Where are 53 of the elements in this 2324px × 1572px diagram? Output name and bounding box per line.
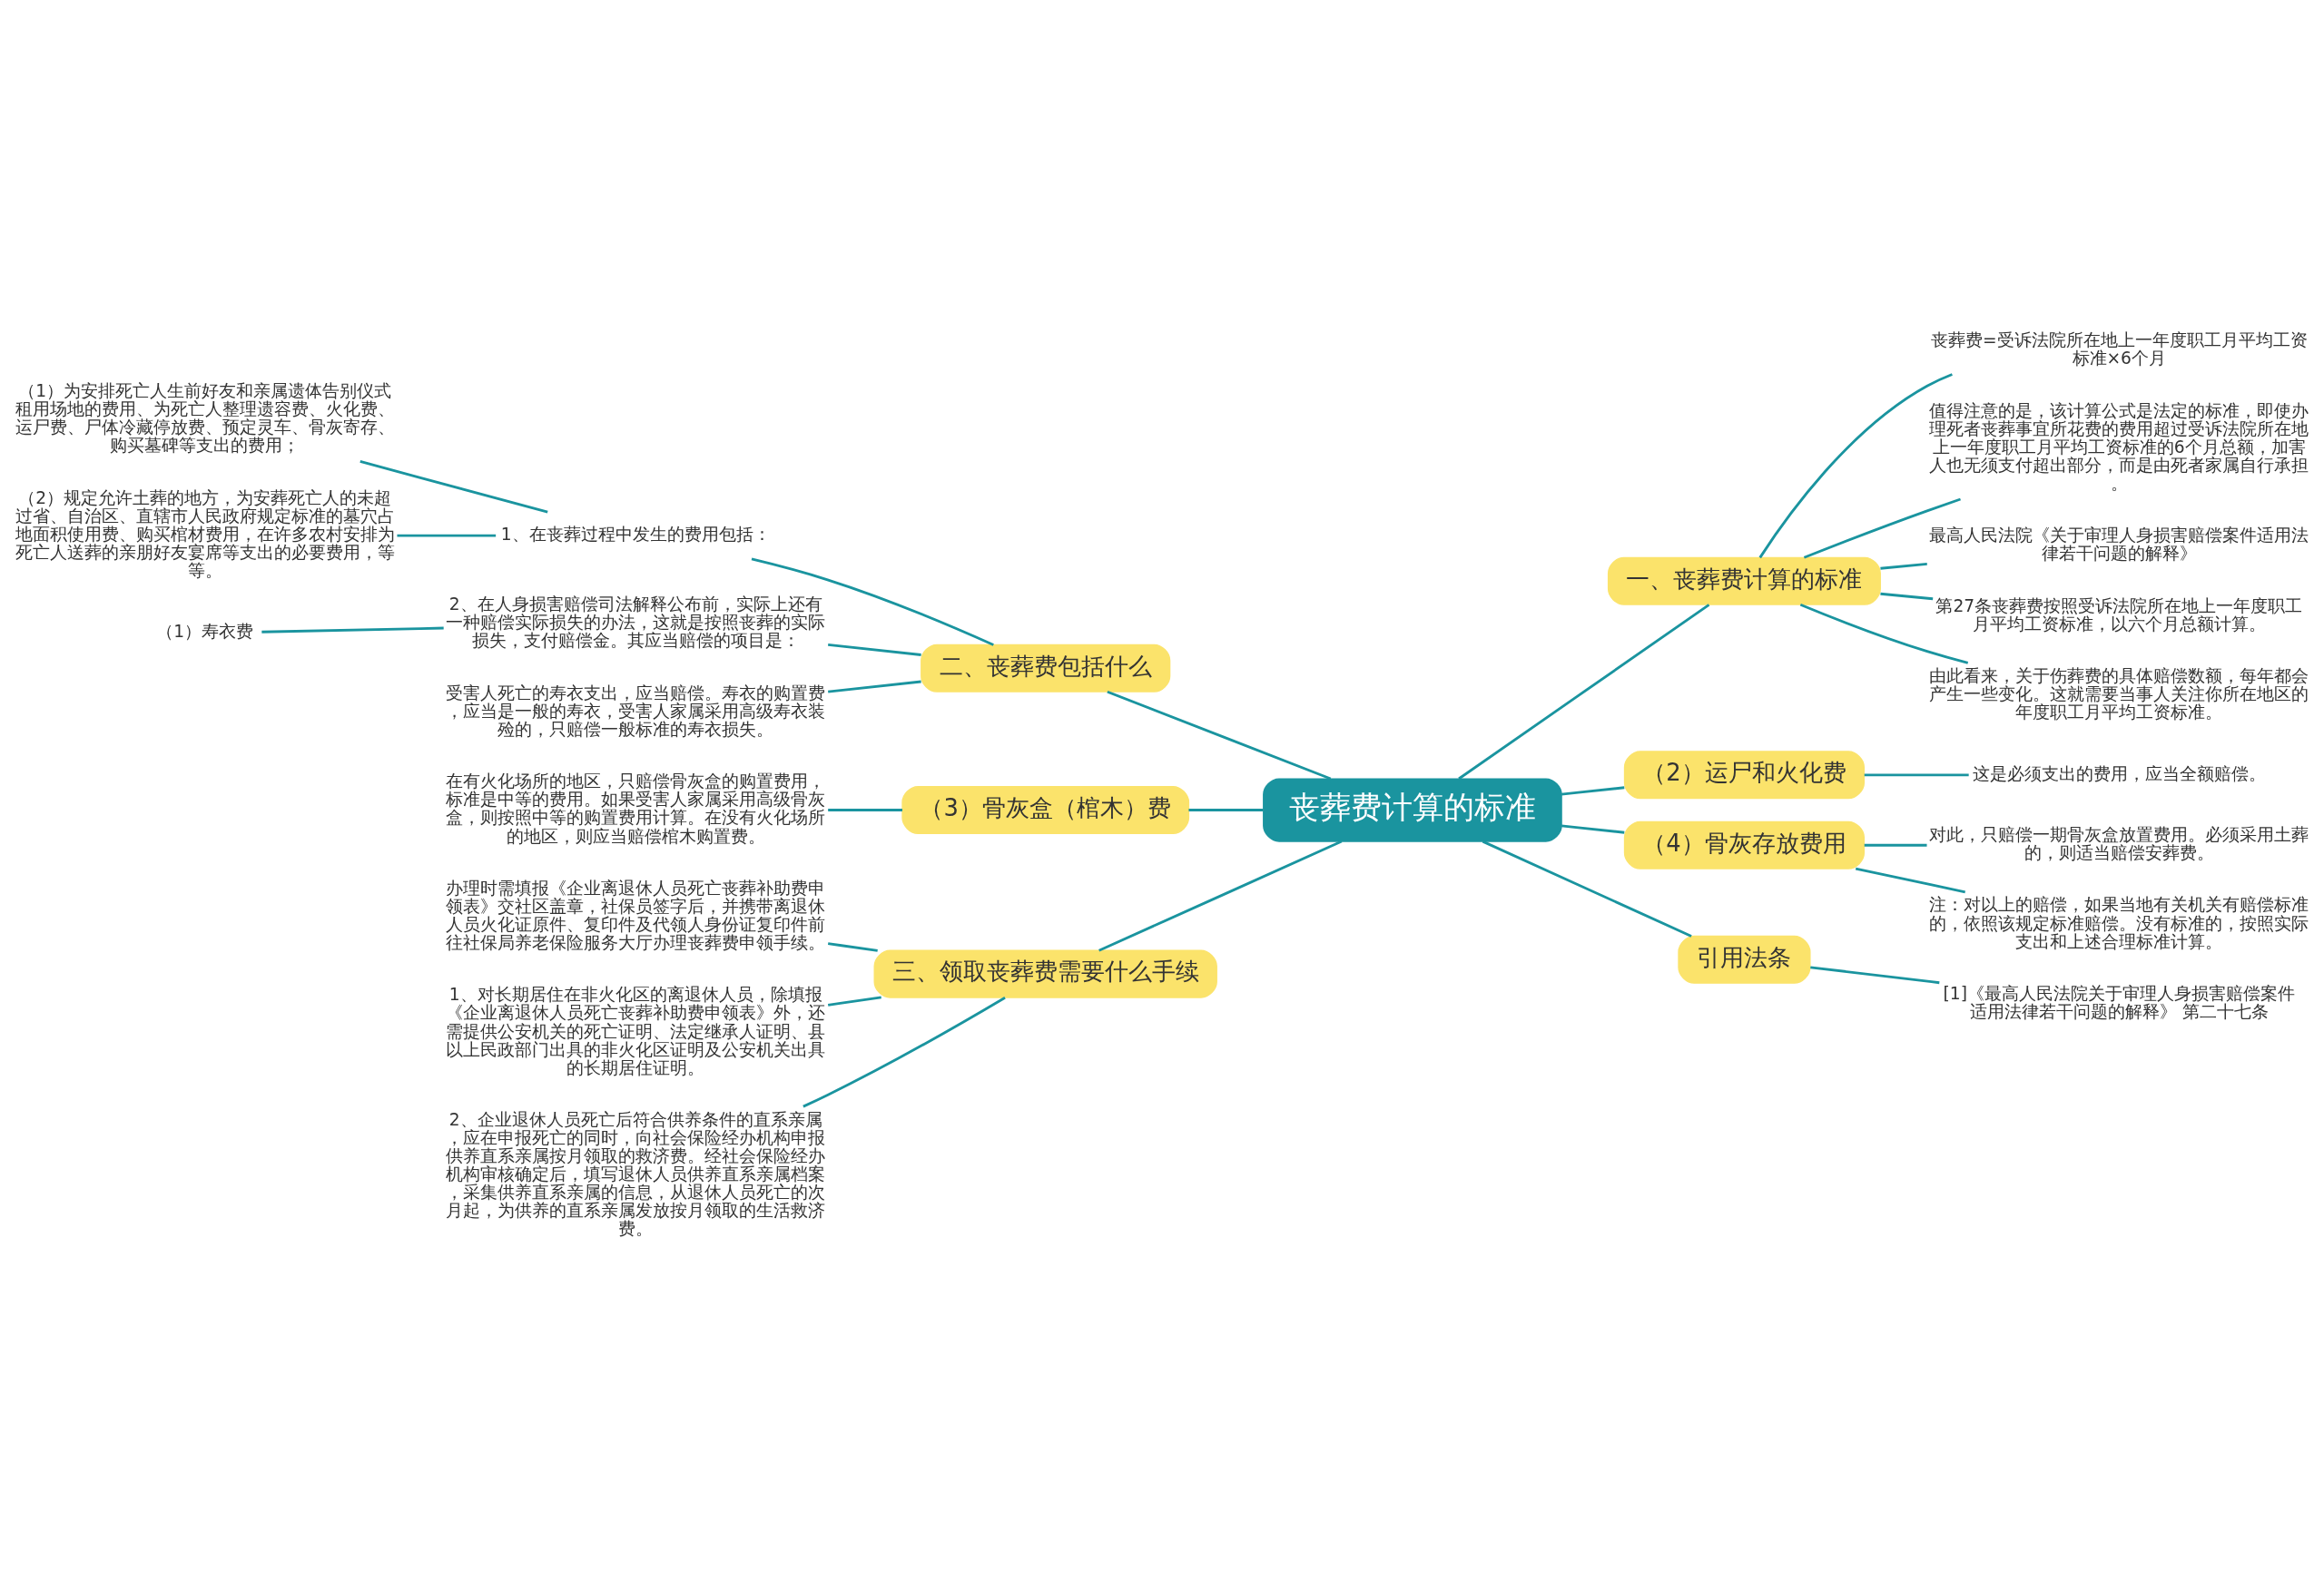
connector <box>1799 603 1969 664</box>
connector <box>751 557 994 646</box>
node-box: （4）骨灰存放费用 <box>1623 820 1866 870</box>
connector <box>1482 840 1692 938</box>
connector <box>1880 592 1934 601</box>
node-text: 1、对长期居住在非火化区的离退休人员，除填报《企业离退休人员死亡丧葬补助费申领表》外，还需提供公安机关的死亡证明、法定继承人证明、县以上民政部门出具的非火化区证明及公安机关出具的长期居住证明。 <box>446 985 826 1077</box>
connector <box>1758 373 1953 559</box>
node-text: 在有火化场所的地区，只赔偿骨灰盒的购置费用，标准是中等的费用。如果受害人家属采用高级骨灰盒，则按照中等的购置费用计算。在没有火化场所的地区，则应当赔偿棺木购置费。 <box>446 771 826 846</box>
connector <box>1458 604 1710 781</box>
connector <box>1098 840 1343 952</box>
node-text: 2、在人身损害赔偿司法解释公布前，实际上还有一种赔偿实际损失的办法，这就是按照丧葬的实际损失，支付赔偿金。其应当赔偿的项目是： <box>446 594 826 651</box>
node-text: （1）为安排死亡人生前好友和亲属遗体告别仪式租用场地的费用、为死亡人整理遗容费、火化费、运尸费、尸体冷藏停放费、预定灵车、骨灰寄存、购买墓碑等支出的费用； <box>15 381 395 456</box>
connector <box>1107 690 1332 781</box>
node-text: 办理时需填报《企业离退休人员死亡丧葬补助费申领表》交社区盖章，社保员签字后，并携带离退休人员火化证原件、复印件及代领人身份证复印件前往社保局养老保险服务大厅办理丧葬费申领手续。 <box>446 878 826 953</box>
node-text: 最高人民法院《关于审理人身损害赔偿案件适用法律若干问题的解释》 <box>1929 526 2309 564</box>
connector <box>1561 824 1625 834</box>
node-text: 2、企业退休人员死亡后符合供养条件的直系亲属，应在申报死亡的同时，向社会保险经办机构申报供养直系亲属按月领取的救济费。经社会保险经办机构审核确定后，填写退休人员供养直系亲属档案，采集供养直系亲属的信息，从退休人员死亡的次月起，为供养的直系亲属发放按月领取的生活救济费。 <box>446 1109 826 1239</box>
node-text: 由此看来，关于伤葬费的具体赔偿数额，每年都会产生一些变化。这就需要当事人关注你所在地区的年度职工月平均工资标准。 <box>1929 666 2309 722</box>
connector <box>261 626 444 634</box>
node-text: 第27条丧葬费按照受诉法院所在地上一年度职工月平均工资标准，以六个月总额计算。 <box>1935 595 2303 634</box>
node-box: 三、领取丧葬费需要什么手续 <box>873 949 1217 998</box>
connector <box>803 996 1006 1108</box>
node-text: [1]《最高人民法院关于审理人身损害赔偿案件适用法律若干问题的解释》 第二十七条 <box>1943 983 2295 1021</box>
connector <box>828 680 921 693</box>
node-text: 这是必须支出的费用，应当全额赔偿。 <box>1972 763 2266 783</box>
connector <box>1855 867 1965 894</box>
node-box: （2）运尸和火化费 <box>1623 751 1866 800</box>
node-box: 丧葬费计算的标准 <box>1263 778 1562 842</box>
node-box: 引用法条 <box>1678 935 1811 984</box>
connector <box>1880 562 1927 570</box>
connector <box>1803 497 1961 559</box>
connector <box>1864 773 1969 777</box>
node-text: 对此，只赔偿一期骨灰盒放置费用。必须采用土葬的，则适当赔偿安葬费。 <box>1929 825 2309 863</box>
connector <box>1810 966 1940 985</box>
connector <box>828 809 902 811</box>
connector <box>359 460 548 514</box>
connector <box>827 942 878 952</box>
connector <box>397 534 497 537</box>
node-text: 丧葬费=受诉法院所在地上一年度职工月平均工资标准×6个月 <box>1930 330 2308 368</box>
connector <box>1188 809 1264 811</box>
connector <box>828 644 921 656</box>
node-text: 注：对以上的赔偿，如果当地有关机关有赔偿标准的，依照该规定标准赔偿。没有标准的，按照实际支出和上述合理标准计算。 <box>1929 895 2309 951</box>
connector <box>1561 786 1625 796</box>
node-text: 受害人死亡的寿衣支出，应当赔偿。寿衣的购置费，应当是一般的寿衣，受害人家属采用高级寿衣装殓的，只赔偿一般标准的寿衣损失。 <box>446 683 826 739</box>
node-box: 一、丧葬费计算的标准 <box>1607 556 1881 605</box>
node-text: 1、在丧葬过程中发生的费用包括： <box>500 524 771 544</box>
node-text: （1）寿衣费 <box>156 622 254 642</box>
node-box: （3）骨灰盒（棺木）费 <box>901 786 1190 835</box>
connector <box>827 996 881 1007</box>
node-text: 值得注意的是，该计算公式是法定的标准，即使办理死者丧葬事宜所花费的费用超过受诉法院所在地上一年度职工月平均工资标准的6个月总额，加害人也无须支付超出部分，而是由死者家属自行承担。 <box>1929 400 2309 494</box>
node-text: （2）规定允许土葬的地方，为安葬死亡人的未超过省、自治区、直辖市人民政府规定标准的墓穴占地面积使用费、购买棺材费用，在许多农村安排为死亡人送葬的亲朋好友宴席等支出的必要费用，等等。 <box>15 487 395 581</box>
node-box: 二、丧葬费包括什么 <box>921 644 1171 693</box>
connector <box>1864 843 1927 847</box>
